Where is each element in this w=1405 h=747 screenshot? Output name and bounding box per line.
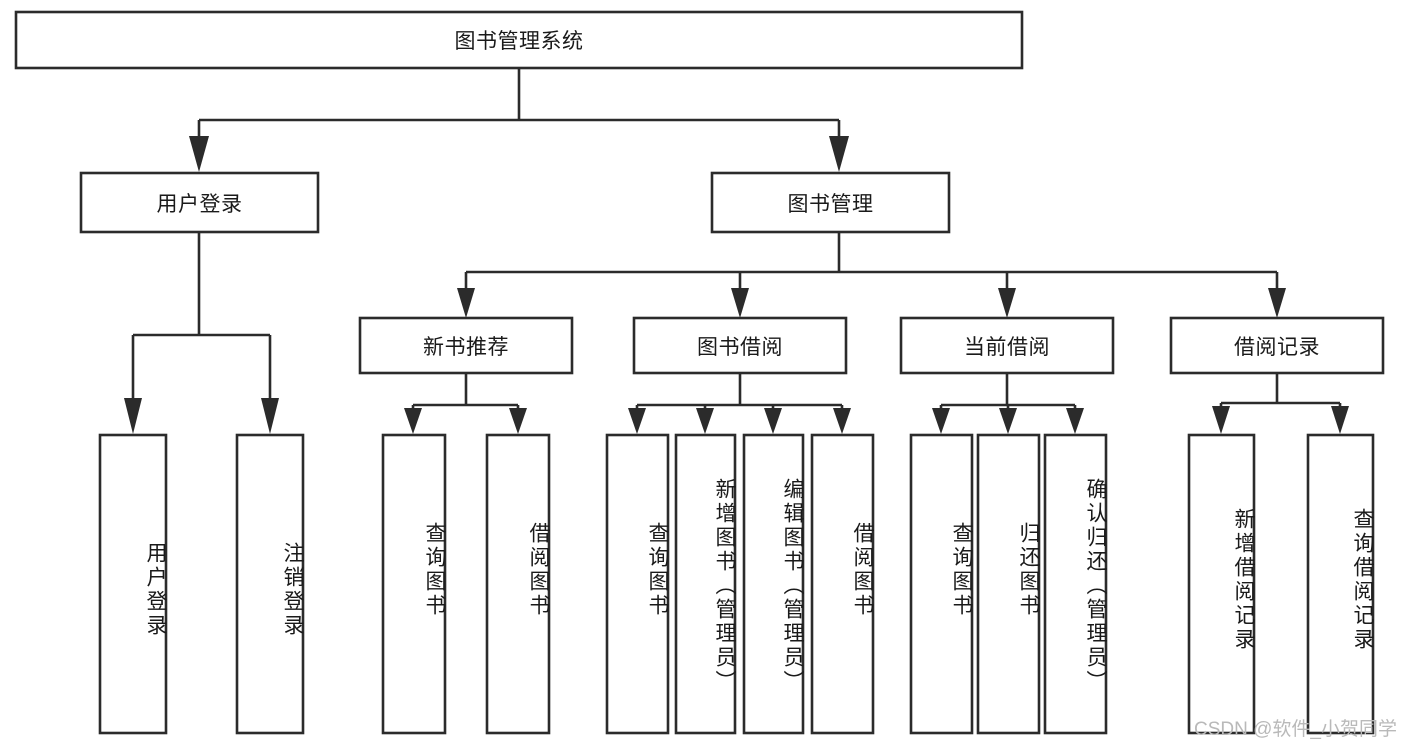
- node-box-leaf-borrow-book-1[interactable]: [485, 433, 551, 735]
- node-box-borrow-record[interactable]: [1169, 316, 1385, 375]
- connector-book-management-to-level3: [457, 232, 1286, 318]
- connector-current-borrow-to-leaves: [932, 373, 1084, 434]
- node-box-user-login[interactable]: [79, 171, 320, 234]
- node-box-leaf-borrow-book-2[interactable]: [810, 433, 875, 735]
- node-box-leaf-confirm-return[interactable]: [1043, 433, 1108, 735]
- node-box-leaf-add-record[interactable]: [1187, 433, 1256, 735]
- connector-borrow-record-to-leaves: [1212, 373, 1349, 434]
- node-box-leaf-query-book-3[interactable]: [909, 433, 974, 735]
- node-box-new-book-recommend[interactable]: [358, 316, 574, 375]
- connector-book-borrow-to-leaves: [628, 373, 851, 434]
- node-box-leaf-edit-book[interactable]: [742, 433, 805, 735]
- node-box-current-borrow[interactable]: [899, 316, 1115, 375]
- node-box-leaf-query-book-2[interactable]: [605, 433, 670, 735]
- node-box-leaf-logout-login[interactable]: [235, 433, 305, 735]
- connector-root-to-level2: [189, 67, 849, 172]
- watermark-text: CSDN @软件_小贺同学: [1194, 719, 1397, 740]
- connector-user-login-to-leaves: [124, 232, 279, 434]
- node-box-leaf-query-book-1[interactable]: [381, 433, 447, 735]
- connector-new-book-recommend-to-leaves: [404, 373, 527, 434]
- node-box-book-borrow[interactable]: [632, 316, 848, 375]
- node-box-leaf-user-login[interactable]: [98, 433, 168, 735]
- node-box-leaf-return-book[interactable]: [976, 433, 1041, 735]
- node-box-leaf-query-record[interactable]: [1306, 433, 1375, 735]
- node-box-root[interactable]: [14, 10, 1024, 70]
- node-box-book-management[interactable]: [710, 171, 951, 234]
- node-box-leaf-add-book[interactable]: [674, 433, 737, 735]
